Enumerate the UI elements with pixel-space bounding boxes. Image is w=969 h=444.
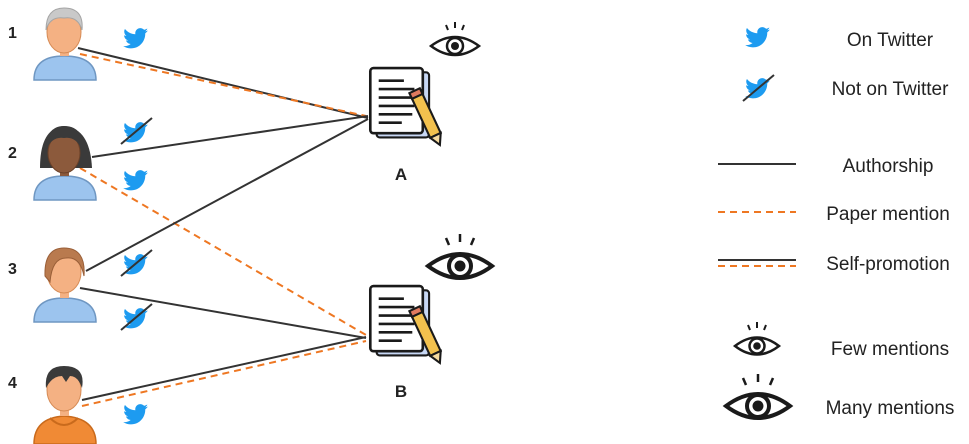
twitter-bird-icon [123, 170, 149, 191]
connection-lines [77, 47, 369, 407]
authorship-line-3-b [79, 287, 367, 339]
person-icon [33, 366, 97, 444]
strike-line [120, 303, 153, 331]
author-3: 3 [8, 247, 153, 331]
legend-on-twitter: On Twitter [745, 27, 934, 51]
eye-large-icon [424, 234, 496, 280]
paper-b: B [368, 234, 496, 401]
legend-not-on-twitter: Not on Twitter [742, 74, 950, 102]
legend-label: Few mentions [831, 339, 949, 360]
twitter-bird-icon [745, 27, 771, 48]
authorship-line-1-a [77, 47, 369, 119]
legend: On Twitter Not on Twitter Authorship Pap… [718, 27, 955, 420]
eye-small-icon [732, 322, 782, 356]
paper-a: A [368, 22, 482, 184]
document-icon [368, 66, 447, 149]
eye-large-icon [722, 374, 794, 420]
author-4: 4 [8, 366, 149, 444]
paper-label: B [395, 382, 407, 401]
paper-label: A [395, 165, 407, 184]
author-number: 1 [8, 25, 17, 42]
legend-label: Many mentions [826, 398, 955, 419]
person-icon [33, 126, 97, 201]
strike-line [742, 74, 775, 102]
twitter-bird-icon [123, 404, 149, 425]
legend-many-mentions: Many mentions [722, 374, 955, 420]
legend-label: On Twitter [847, 30, 934, 51]
authorship-line-3-a [85, 118, 369, 272]
authorship-line-2-a [91, 115, 369, 158]
document-icon [368, 284, 447, 367]
author-number: 3 [8, 261, 17, 278]
legend-self-promotion: Self-promotion [718, 254, 950, 275]
author-number: 4 [8, 375, 17, 392]
strike-line [120, 249, 153, 277]
person-icon [33, 7, 97, 81]
strike-line [120, 117, 153, 145]
legend-few-mentions: Few mentions [732, 322, 949, 360]
person-icon [33, 247, 97, 323]
legend-paper-mention: Paper mention [718, 204, 950, 225]
author-number: 2 [8, 145, 17, 162]
mention-line-4-b [81, 340, 367, 407]
author-1: 1 [8, 7, 149, 81]
legend-label: Paper mention [826, 204, 950, 225]
authorship-line-4-b [81, 336, 367, 401]
legend-authorship: Authorship [718, 156, 933, 177]
legend-label: Self-promotion [826, 254, 950, 275]
author-2: 2 [8, 117, 153, 201]
twitter-bird-icon [123, 28, 149, 49]
eye-small-icon [428, 22, 482, 57]
mention-line-1-a [79, 53, 367, 117]
legend-label: Authorship [843, 156, 934, 177]
legend-label: Not on Twitter [832, 79, 950, 100]
